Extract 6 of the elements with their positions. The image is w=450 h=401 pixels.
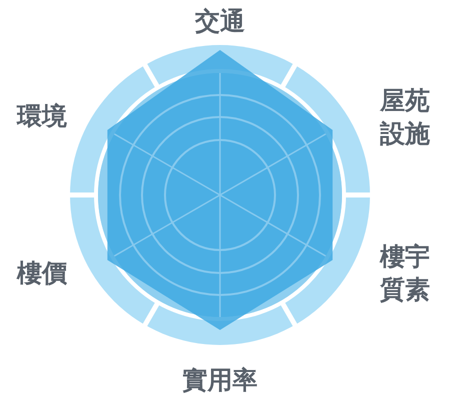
axis-label: 環境: [16, 100, 68, 132]
axis-label: 實用率: [182, 364, 258, 396]
axis-label: 交通: [194, 6, 246, 38]
axis-label: 樓價: [16, 258, 68, 290]
axis-label: 樓宇質素: [378, 241, 431, 306]
axis-label: 屋苑設施: [378, 85, 431, 150]
